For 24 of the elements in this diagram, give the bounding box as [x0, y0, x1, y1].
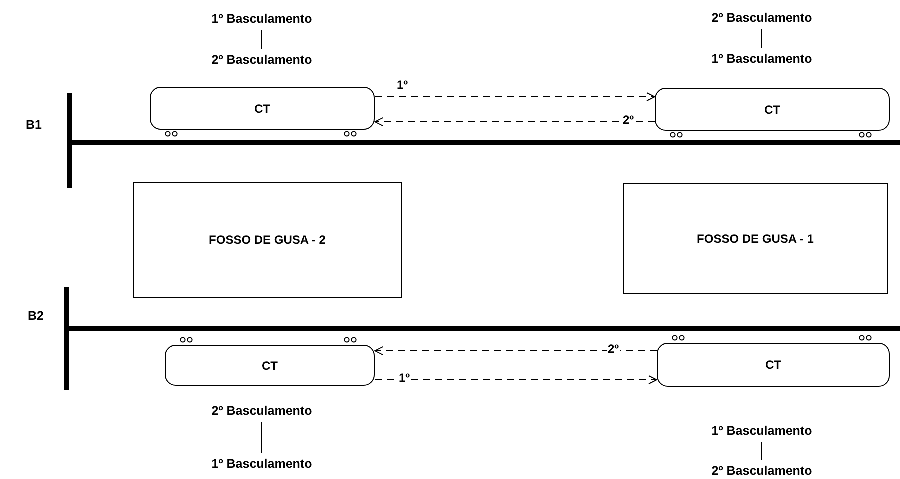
wagon-box: CT — [165, 345, 375, 386]
edge-label: 1º — [396, 78, 410, 92]
step-label: 1º Basculamento — [687, 50, 837, 68]
arrow — [374, 376, 658, 384]
edge-label: 2º — [622, 113, 636, 127]
arrow — [374, 346, 658, 356]
arrow — [374, 92, 656, 102]
wagon-box: CT — [150, 87, 375, 130]
step-label: 1º Basculamento — [187, 10, 337, 28]
step-label: 1º Basculamento — [187, 455, 337, 473]
pit-box: FOSSO DE GUSA - 2 — [133, 182, 402, 298]
step-label: 2º Basculamento — [687, 462, 837, 479]
wagon-box: CT — [657, 343, 890, 387]
arrow — [374, 118, 656, 126]
pit-box: FOSSO DE GUSA - 1 — [623, 183, 888, 294]
edge-label: 2º — [607, 342, 620, 356]
step-label: 2º Basculamento — [187, 51, 337, 69]
edge-label: 1º — [398, 371, 412, 385]
step-label: 2º Basculamento — [687, 9, 837, 27]
track-label: B2 — [28, 309, 44, 323]
wagon-box: CT — [655, 88, 890, 131]
track-label: B1 — [26, 118, 42, 132]
step-label: 2º Basculamento — [187, 402, 337, 420]
step-label: 1º Basculamento — [687, 422, 837, 440]
